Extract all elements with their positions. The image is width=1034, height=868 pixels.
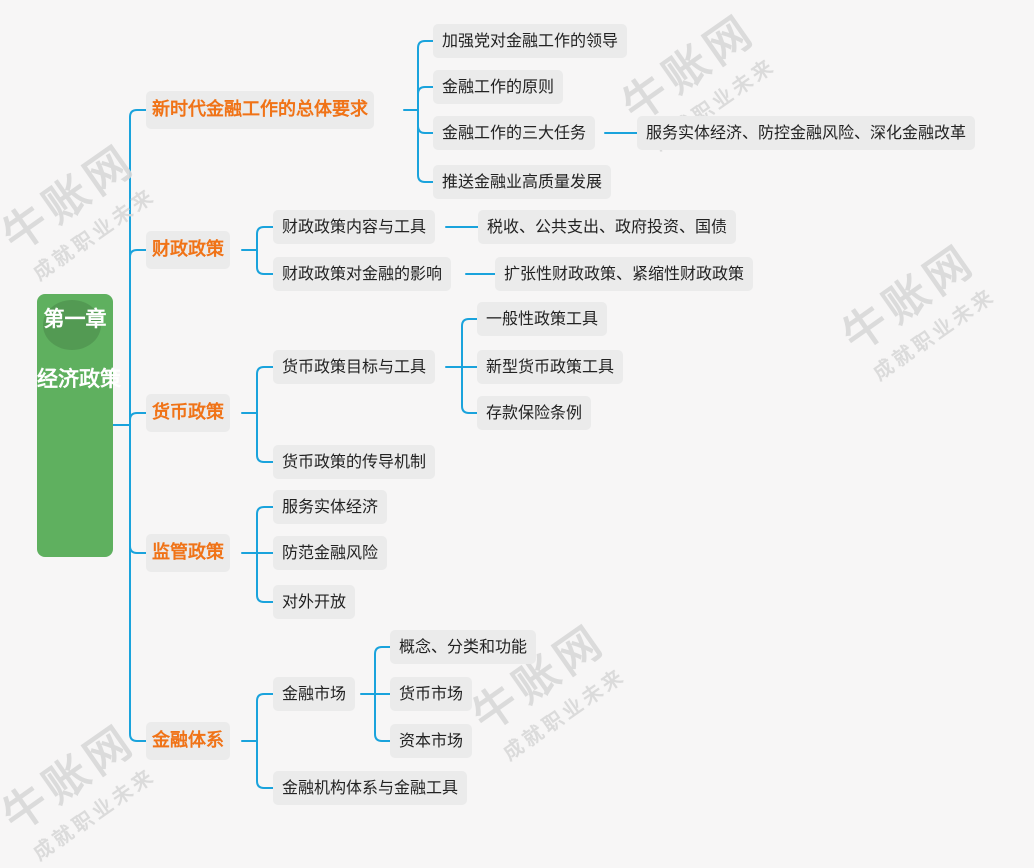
connector-line: [374, 693, 391, 742]
branch-topic[interactable]: 新时代金融工作的总体要求: [146, 91, 374, 129]
detail-node[interactable]: 一般性政策工具: [477, 302, 608, 336]
connector-line: [374, 646, 391, 695]
connector-line: [461, 318, 478, 368]
subtopic[interactable]: 财政政策对金融的影响: [273, 257, 452, 291]
connector-line: [129, 424, 147, 554]
connector-line: [256, 366, 274, 414]
connector-line: [417, 109, 434, 183]
detail-node[interactable]: 服务实体经济、防控金融风险、深化金融改革: [637, 116, 976, 150]
connector-line: [256, 506, 274, 554]
subtopic[interactable]: 防范金融风险: [273, 536, 388, 570]
connector-line: [461, 366, 478, 414]
branch-topic[interactable]: 货币政策: [146, 394, 230, 432]
connector-line: [417, 109, 434, 134]
connector-line: [256, 226, 274, 251]
connector-line: [129, 109, 147, 426]
connector-line: [417, 86, 434, 111]
connector-line: [129, 249, 147, 426]
subtopic[interactable]: 推送金融业高质量发展: [433, 165, 612, 199]
root-topic[interactable]: 第一章 经济政策: [37, 294, 121, 557]
detail-node[interactable]: 货币市场: [390, 677, 473, 711]
connector-lines: [112, 40, 638, 789]
connector-line: [256, 412, 274, 463]
connector-line: [256, 249, 274, 275]
root-highlight: [43, 300, 101, 350]
subtopic[interactable]: 货币政策的传导机制: [273, 445, 436, 479]
connector-line: [256, 552, 274, 603]
subtopic[interactable]: 服务实体经济: [273, 490, 388, 524]
detail-node[interactable]: 概念、分类和功能: [390, 630, 537, 664]
detail-node[interactable]: 扩张性财政政策、紧缩性财政政策: [495, 257, 754, 291]
connector-line: [417, 40, 434, 111]
subtopic[interactable]: 金融市场: [273, 677, 356, 711]
connector-line: [256, 740, 274, 789]
connector-line: [256, 693, 274, 742]
branch-topic[interactable]: 监管政策: [146, 534, 230, 572]
subtopic[interactable]: 对外开放: [273, 585, 356, 619]
subtopic[interactable]: 货币政策目标与工具: [273, 350, 436, 384]
subtopic[interactable]: 加强党对金融工作的领导: [433, 24, 628, 58]
subtopic[interactable]: 金融工作的三大任务: [433, 116, 596, 150]
detail-node[interactable]: 存款保险条例: [477, 396, 592, 430]
root-label: 第一章 经济政策: [37, 307, 121, 391]
connector-line: [129, 424, 147, 742]
branch-topic[interactable]: 财政政策: [146, 231, 230, 269]
connector-line: [129, 412, 147, 426]
detail-node[interactable]: 新型货币政策工具: [477, 350, 624, 384]
subtopic[interactable]: 金融机构体系与金融工具: [273, 771, 468, 805]
branch-topic[interactable]: 金融体系: [146, 722, 230, 760]
detail-node[interactable]: 税收、公共支出、政府投资、国债: [478, 210, 737, 244]
detail-node[interactable]: 资本市场: [390, 724, 473, 758]
subtopic[interactable]: 金融工作的原则: [433, 70, 564, 104]
subtopic[interactable]: 财政政策内容与工具: [273, 210, 436, 244]
mind-map: 牛账网成就职业未来 牛账网成就职业未来 牛账网成就职业未来 牛账网成就职业未来 …: [0, 4, 1000, 865]
